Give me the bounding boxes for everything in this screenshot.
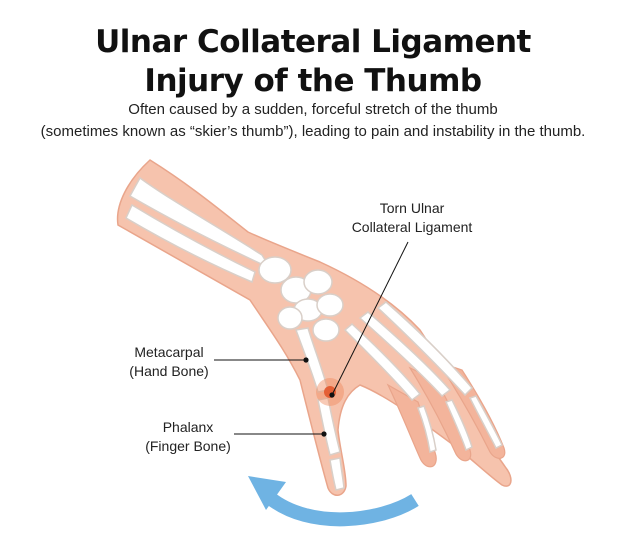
- curved-motion-arrow-icon: [248, 476, 419, 527]
- label-metacarpal-line-1: Metacarpal: [134, 344, 204, 360]
- subtitle-line-1: Often caused by a sudden, forceful stret…: [128, 101, 498, 118]
- label-metacarpal-line-2: (Hand Bone): [129, 363, 209, 379]
- label-metacarpal: Metacarpal (Hand Bone): [112, 343, 226, 381]
- torn-ligament-leader: [331, 241, 409, 396]
- torn-ligament-dot: [329, 392, 335, 398]
- title-line-1: Ulnar Collateral Ligament: [95, 24, 531, 60]
- label-phalanx-line-1: Phalanx: [162, 419, 214, 435]
- hand-bones: [125, 176, 503, 491]
- label-phalanx-line-2: (Finger Bone): [145, 438, 231, 454]
- title-line-2: Injury of the Thumb: [144, 63, 482, 99]
- label-phalanx: Phalanx (Finger Bone): [136, 418, 240, 456]
- metacarpal-dot: [303, 357, 309, 363]
- injury-site: [316, 378, 344, 406]
- label-torn-ligament: Torn Ulnar Collateral Ligament: [340, 199, 484, 237]
- phalanx-dot: [321, 431, 327, 437]
- leader-lines: [214, 241, 409, 435]
- label-torn-ligament-line-1: Torn Ulnar: [379, 200, 445, 216]
- label-torn-ligament-line-2: Collateral Ligament: [351, 219, 473, 235]
- subtitle-line-2: (sometimes known as “skier’s thumb”), le…: [40, 123, 586, 140]
